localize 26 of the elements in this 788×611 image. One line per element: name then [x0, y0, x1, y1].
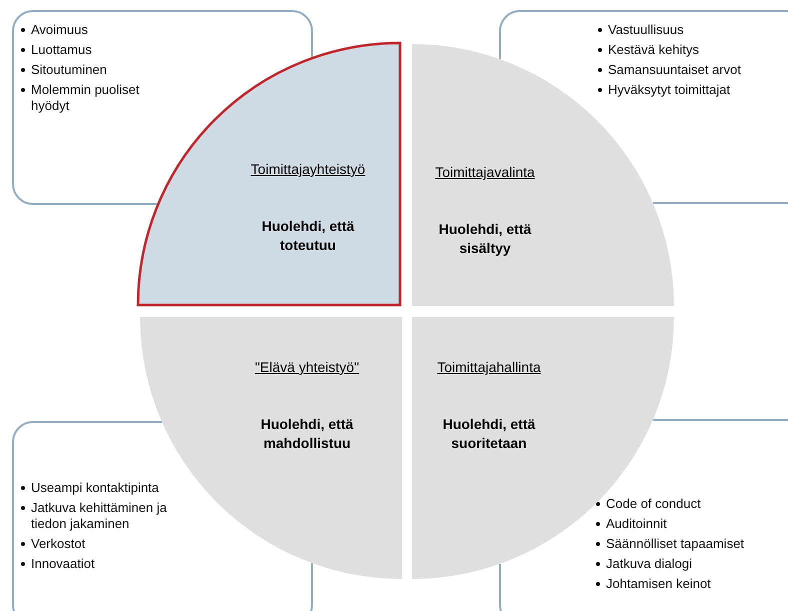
list-item-text: Useampi kontaktipinta — [31, 480, 159, 496]
list-item-text: Vastuullisuus — [608, 22, 684, 38]
list-item-text: Johtamisen keinot — [606, 576, 711, 592]
list-item-text: Sitoutuminen — [31, 62, 107, 78]
list-item-text: Molemmin puoliset hyödyt — [31, 82, 140, 114]
list-item-text: Auditoinnit — [606, 516, 667, 532]
list-item-text: Jatkuva dialogi — [606, 556, 692, 572]
segment-subtitle: Huolehdi, että mahdollistuu — [260, 415, 354, 453]
segment-subtitle: Huolehdi, että suoritetaan — [442, 415, 536, 453]
list-item-text: Luottamus — [31, 42, 92, 58]
segment-title: "Elävä yhteistyö" — [254, 359, 360, 375]
list-item-text: Verkostot — [31, 536, 86, 552]
list-item-text: Avoimuus — [31, 22, 88, 38]
segment-subtitle: Huolehdi, että sisältyy — [438, 220, 532, 258]
list-item-text: Samansuuntaiset arvot — [608, 62, 741, 78]
list-item-text: Jatkuva kehittäminen ja tiedon jakaminen — [31, 500, 168, 532]
segment-title: Toimittajayhteistyö — [250, 161, 366, 177]
list-item-text: Code of conduct — [606, 496, 701, 512]
list-item-text: Säännölliset tapaamiset — [606, 536, 744, 552]
segment-title: Toimittajahallinta — [437, 359, 541, 375]
segment-title: Toimittajavalinta — [435, 164, 535, 180]
list-item-text: Innovaatiot — [31, 556, 95, 572]
segment-subtitle: Huolehdi, että toteutuu — [260, 217, 356, 255]
quarter-circle-segment — [138, 43, 400, 305]
list-item-text: Hyväksytyt toimittajat — [608, 82, 730, 98]
list-item-text: Kestävä kehitys — [608, 42, 700, 58]
